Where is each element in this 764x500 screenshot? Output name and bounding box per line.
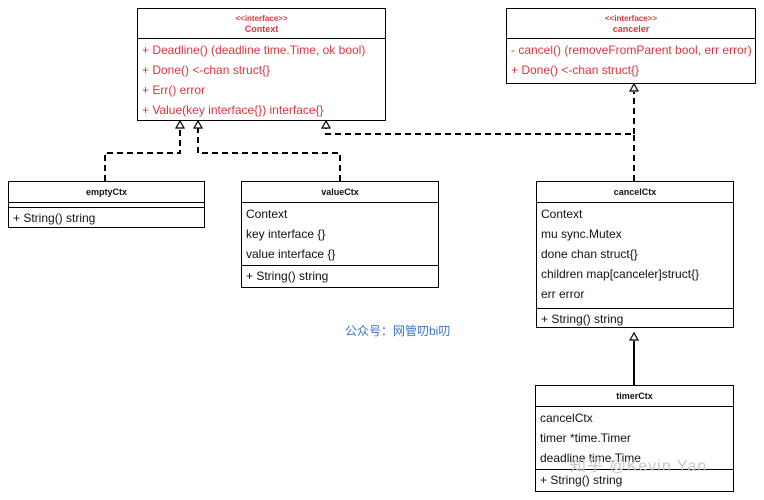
method-string: + String() string [540,473,623,487]
arrowhead-cancelctx [628,331,640,341]
field-done: done chan struct{} [541,247,638,261]
field-cancelctx: cancelCtx [540,411,593,425]
method-done: + Done() <-chan struct{} [511,63,640,77]
valuectx-class-box: valueCtx Context key interface {} value … [241,181,439,288]
field-context: Context [246,207,288,221]
valuectx-methods: + String() string [242,265,438,286]
valuectx-title: valueCtx [242,182,438,203]
arrowhead-canceler [628,82,640,92]
context-interface-box: <<interface>> Context + Deadline() (dead… [137,8,386,121]
method-string: + String() string [13,211,96,225]
cancelctx-methods: + String() string [537,308,733,329]
emptyctx-realization-line [104,128,181,181]
field-deadline: deadline time.Time [540,451,641,465]
canceler-methods: - cancel() (removeFromParent bool, err e… [507,38,755,80]
context-stereotype: <<interface>> [235,14,288,23]
field-context: Context [541,207,583,221]
cancelctx-title: cancelCtx [537,182,733,203]
emptyctx-fields [9,203,204,208]
cancelctx-context-realization-line [325,128,635,181]
valuectx-fields: Context key interface {} value interface… [242,203,438,264]
method-value: + Value(key interface{}) interface{} [142,103,324,117]
field-timer: timer *time.Timer [540,431,631,445]
zhihu-watermark: 知乎 @Kevin Yan [570,458,708,475]
method-deadline: + Deadline() (deadline time.Time, ok boo… [142,43,366,57]
field-value: value interface {} [246,247,336,261]
context-methods: + Deadline() (deadline time.Time, ok boo… [138,38,385,120]
cancelctx-fields: Context mu sync.Mutex done chan struct{}… [537,203,733,304]
method-cancel: - cancel() (removeFromParent bool, err e… [511,43,752,57]
cancelctx-class-box: cancelCtx Context mu sync.Mutex done cha… [536,181,734,328]
arrowhead-context-value [192,119,204,129]
timerctx-methods: + String() string [536,469,733,490]
wechat-watermark: 公众号：网管叨bi叨 [345,324,451,338]
context-title: Context [244,24,279,34]
method-err: + Err() error [142,83,205,97]
arrowhead-context-empty [174,119,186,129]
canceler-title: canceler [612,24,650,34]
emptyctx-methods: + String() string [9,208,204,228]
field-mu: mu sync.Mutex [541,227,622,241]
method-string: + String() string [246,269,329,283]
timerctx-title: timerCtx [536,386,733,407]
method-done: + Done() <-chan struct{} [142,63,271,77]
field-err: err error [541,287,585,301]
field-children: children map[canceler]struct{} [541,267,700,281]
valuectx-realization-line [197,128,341,181]
timerctx-class-box: timerCtx cancelCtx timer *time.Timer dea… [535,385,734,492]
field-key: key interface {} [246,227,326,241]
timerctx-fields: cancelCtx timer *time.Timer deadline tim… [536,407,733,468]
canceler-interface-box: <<interface>> canceler - cancel() (remov… [506,8,756,84]
canceler-stereotype: <<interface>> [604,14,658,23]
emptyctx-class-box: emptyCtx + String() string [8,181,205,228]
emptyctx-title: emptyCtx [9,182,204,203]
method-string: + String() string [541,312,624,326]
arrowhead-context-cancel [320,119,332,129]
